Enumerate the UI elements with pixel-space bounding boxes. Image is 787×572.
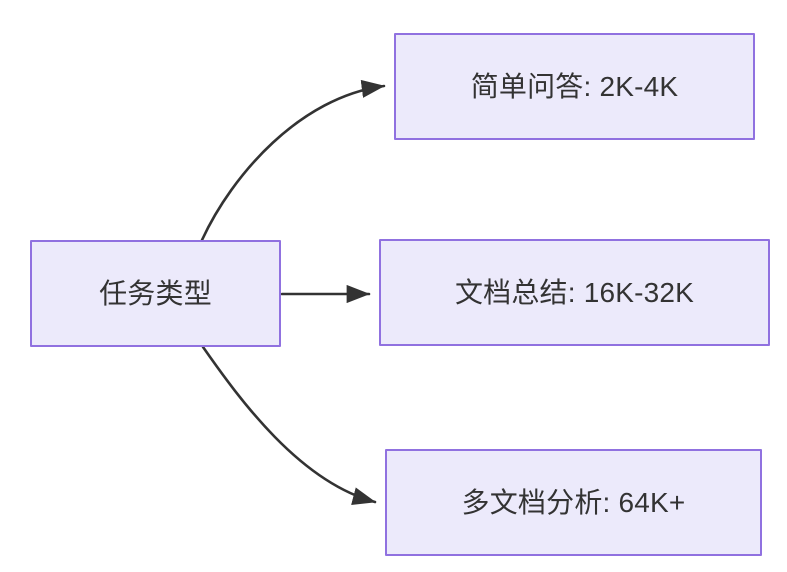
node-doc-summary-label: 文档总结: 16K-32K	[454, 276, 695, 308]
edge-to-multi-doc	[201, 345, 377, 506]
node-simple-qa[interactable]: 简单问答: 2K-4K	[394, 33, 755, 140]
node-task-type[interactable]: 任务类型	[30, 240, 281, 347]
node-simple-qa-label: 简单问答: 2K-4K	[470, 70, 679, 102]
node-multi-doc-analysis[interactable]: 多文档分析: 64K+	[385, 449, 762, 556]
node-multi-doc-analysis-label: 多文档分析: 64K+	[461, 486, 686, 518]
edge-to-simple-qa	[200, 79, 386, 242]
node-task-type-label: 任务类型	[99, 277, 212, 309]
node-doc-summary[interactable]: 文档总结: 16K-32K	[379, 239, 770, 346]
